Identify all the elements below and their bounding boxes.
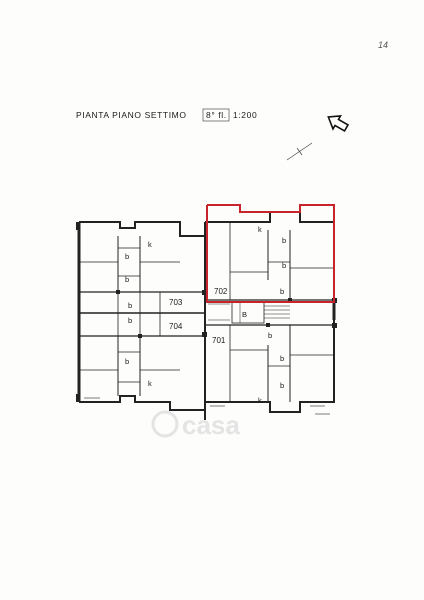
north-arrow-icon (327, 115, 350, 133)
room-label-bath: b (125, 252, 129, 261)
room-label-bath: b (128, 301, 132, 310)
unit-label-702: 702 (214, 287, 228, 296)
room-label-bath: b (282, 236, 286, 245)
plan-title: PIANTA PIANO SETTIMO (76, 110, 187, 120)
room-label-kitchen: k (148, 379, 152, 388)
watermark-logo-icon (151, 410, 179, 438)
page-note: 14 (378, 40, 388, 50)
floor-tag: 8° fl. (206, 110, 227, 120)
watermark-text: casa (182, 410, 240, 440)
room-label-bath: b (280, 381, 284, 390)
room-label-kitchen: k (258, 396, 262, 405)
orientation-tick (296, 147, 303, 156)
room-label-kitchen: k (258, 225, 262, 234)
room-label-bath: b (128, 316, 132, 325)
room-label-stair: B (242, 310, 247, 319)
room-label-bath: b (125, 357, 129, 366)
unit-label-701: 701 (212, 336, 226, 345)
floor-tag-box (202, 108, 230, 122)
room-label-bath: b (280, 354, 284, 363)
unit-label-704: 704 (169, 322, 183, 331)
highlighted-unit-outline (206, 204, 335, 303)
room-label-bath: b (280, 287, 284, 296)
room-label-kitchen: k (148, 240, 152, 249)
room-label-bath: b (268, 331, 272, 340)
unit-label-703: 703 (169, 298, 183, 307)
scale-label: 1:200 (233, 110, 257, 120)
room-label-bath: b (282, 261, 286, 270)
room-label-bath: b (125, 275, 129, 284)
